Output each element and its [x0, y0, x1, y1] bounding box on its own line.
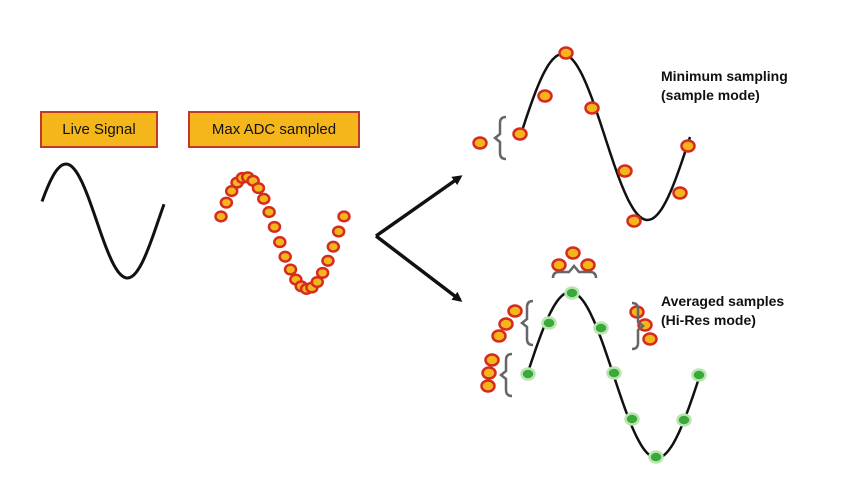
- offset-sample-dot: [472, 136, 488, 150]
- adc-sample-dot: [331, 225, 346, 238]
- adc-sample-dot: [337, 210, 351, 223]
- adc-sample-dot: [321, 254, 335, 267]
- adc-sample-dot: [310, 275, 325, 289]
- hi-res-mode-subtitle: (Hi-Res mode): [661, 312, 756, 328]
- adc-sample-dot: [278, 250, 292, 263]
- raw-sample-dot: [498, 317, 514, 331]
- fork-arrow-down: [374, 234, 463, 302]
- raw-sample-dot: [551, 258, 567, 272]
- right-bracket: [631, 301, 646, 351]
- averaged-sample-dot: [593, 321, 609, 335]
- raw-sample-dot: [507, 304, 523, 318]
- averaged-sample-dot: [648, 450, 664, 464]
- raw-sample-dot: [484, 353, 500, 367]
- raw-sample-dot: [491, 329, 507, 343]
- adc-sample-dot: [257, 192, 271, 205]
- fork-arrow-up: [374, 175, 463, 238]
- averaged-sample-dot: [606, 366, 622, 380]
- max-adc-samples: [214, 171, 351, 296]
- averaged-sample-dot: [564, 286, 580, 300]
- adc-sample-dot: [262, 206, 276, 219]
- averaged-samples-caption: Averaged samples (Hi-Res mode): [661, 292, 784, 330]
- averaged-samples-wave: [480, 246, 707, 464]
- averaged-sample-dot: [541, 316, 557, 330]
- adc-sample-dot: [219, 196, 234, 209]
- averaged-sample-dot: [624, 412, 640, 426]
- averaged-sample-dot: [676, 413, 692, 427]
- left-upper-bracket: [519, 299, 534, 347]
- minimum-sample-dot: [537, 89, 553, 103]
- raw-sample-dot: [565, 246, 581, 260]
- sample-offset-bracket: [492, 115, 507, 161]
- minimum-sample-dot: [512, 127, 528, 141]
- minimum-sampling-curve: [518, 52, 692, 222]
- raw-sample-dot: [480, 379, 496, 393]
- minimum-sampling-caption: Minimum sampling (sample mode): [661, 67, 788, 105]
- adc-sample-dot: [214, 210, 228, 223]
- left-lower-bracket: [498, 352, 513, 398]
- minimum-sample-dot: [558, 46, 574, 60]
- fork-arrows: [374, 175, 463, 302]
- adc-sample-dot: [251, 182, 266, 195]
- adc-sample-dot: [283, 263, 298, 276]
- live-signal-wave: [40, 162, 166, 280]
- averaged-samples-title: Averaged samples: [661, 293, 785, 309]
- live-signal-curve: [40, 162, 166, 280]
- adc-sample-dot: [267, 220, 282, 233]
- minimum-sampling-wave: [472, 46, 696, 228]
- minimum-sample-dot: [672, 186, 688, 200]
- minimum-sample-dot: [680, 139, 696, 153]
- raw-sample-dot: [481, 366, 497, 380]
- top-bracket: [551, 264, 598, 279]
- minimum-sample-dot: [584, 101, 600, 115]
- raw-sample-dot: [580, 258, 596, 272]
- live-signal-label: Live Signal: [40, 111, 158, 148]
- adc-sample-dot: [315, 266, 330, 279]
- averaged-sample-dot: [691, 368, 707, 382]
- adc-sample-dot: [273, 236, 287, 249]
- minimum-sample-dot: [626, 214, 642, 228]
- adc-sample-dot: [326, 240, 341, 253]
- averaged-sample-dot: [520, 367, 536, 381]
- minimum-sample-dot: [617, 164, 633, 178]
- minimum-sampling-title: Minimum sampling: [661, 68, 788, 84]
- raw-sample-dot: [642, 332, 658, 346]
- max-adc-sampled-label: Max ADC sampled: [188, 111, 360, 148]
- sample-mode-subtitle: (sample mode): [661, 87, 760, 103]
